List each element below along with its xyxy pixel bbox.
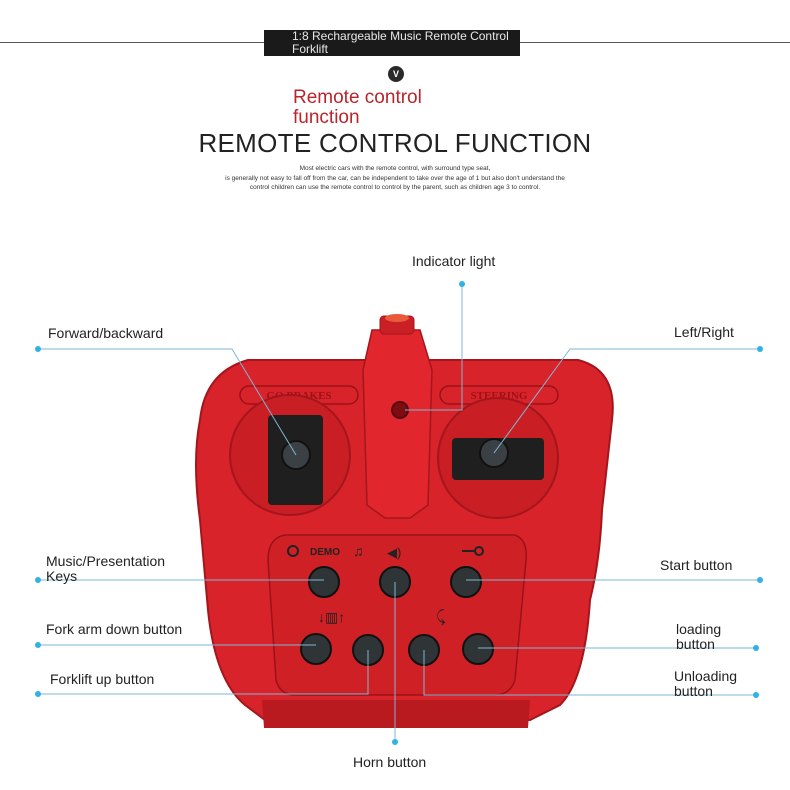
start-button-label: Start button <box>660 557 733 573</box>
antenna-housing <box>362 329 433 519</box>
remote-bottom-plate <box>262 700 530 728</box>
demo-label: DEMO <box>310 547 340 558</box>
forklift-up-label: Forklift up button <box>50 671 155 687</box>
sun-icon <box>287 545 299 557</box>
fork-arrows-icon: ↓▥↑ <box>318 609 345 625</box>
left-right-label: Left/Right <box>674 324 734 340</box>
key-icon <box>462 546 484 556</box>
start-button[interactable] <box>450 566 482 598</box>
description-line: is generally not easy to fall off from t… <box>225 174 565 182</box>
fork-arm-down-label: Fork arm down button <box>46 621 183 637</box>
unloading-button-label: Unloading button <box>674 668 738 699</box>
chevron-down-icon: V <box>388 66 404 82</box>
callout-endpoints <box>35 281 763 745</box>
product-title-banner: 1:8 Rechargeable Music Remote Control Fo… <box>264 30 520 56</box>
page-title: REMOTE CONTROL FUNCTION <box>198 128 592 158</box>
description-line: control children can use the remote cont… <box>249 184 541 191</box>
music-presentation-button[interactable] <box>308 566 340 598</box>
callout-lines <box>38 284 760 742</box>
indicator-light-label: Indicator light <box>412 253 496 269</box>
forward-backward-label: Forward/backward <box>48 325 164 341</box>
loading-button-label: loading button <box>676 621 722 652</box>
loading-button[interactable] <box>462 633 494 665</box>
fork-arm-down-button[interactable] <box>300 633 332 665</box>
music-presentation-label: Music/Presentation Keys <box>46 553 166 584</box>
horn-button-label: Horn button <box>353 754 427 770</box>
description-text: Most electric cars with the remote contr… <box>150 164 640 193</box>
music-note-icon: ♫ <box>353 543 364 559</box>
description-line: Most electric cars with the remote contr… <box>299 165 491 172</box>
antenna-top <box>385 314 409 322</box>
speaker-icon: ◀) <box>387 545 401 560</box>
loading-icon: ⤹ <box>436 609 446 626</box>
section-subtitle: Remote control function <box>293 87 422 128</box>
